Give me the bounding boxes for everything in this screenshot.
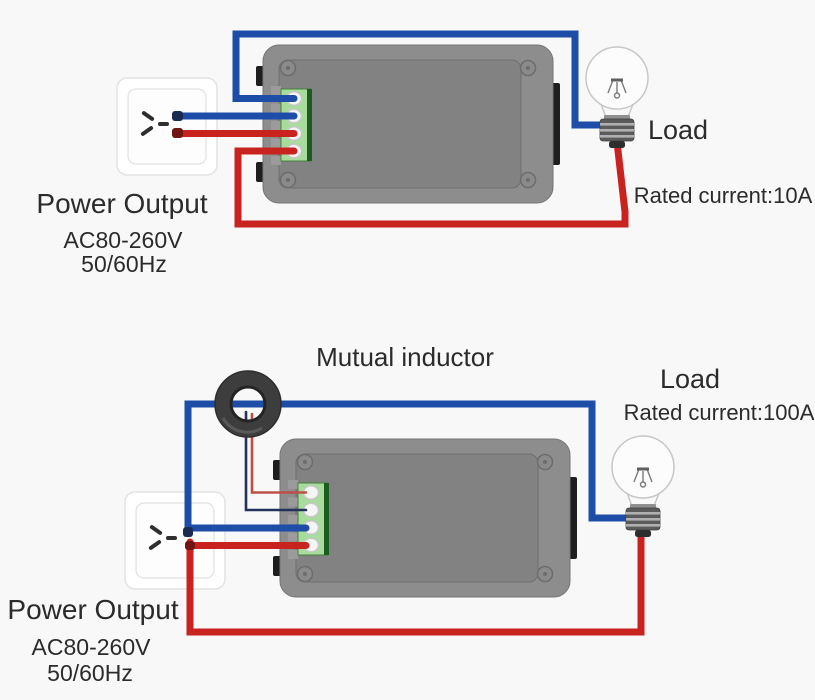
bottom-title: Mutual inductor (316, 342, 494, 372)
bottom-source-voltage: AC80-260V (31, 634, 151, 660)
bottom-neutral-wire-through-ct-to-load (184, 400, 633, 537)
top-neutral-plug-pin (172, 111, 183, 121)
current-transformer-icon (214, 370, 282, 438)
top-source-voltage: AC80-260V (63, 227, 183, 253)
bottom-power-outlet (124, 491, 226, 590)
ct-secondary-lead-red (250, 412, 308, 494)
bottom-rated-current: Rated current:100A (623, 400, 815, 425)
top-live-plug-pin (172, 128, 183, 138)
top-source-frequency: 50/60Hz (81, 251, 167, 277)
bottom-live-wire-to-load (186, 529, 645, 636)
ct-secondary-lead-blue (244, 410, 308, 512)
bottom-live-plug-pin (185, 541, 195, 550)
bottom-source-frequency: 50/60Hz (47, 660, 133, 686)
top-live-wire-to-load (234, 138, 629, 228)
bottom-power-meter (272, 438, 578, 598)
bottom-neutral-plug-pin (183, 527, 193, 537)
bottom-load-label: Load (659, 364, 721, 394)
top-neutral-wire-to-load (232, 30, 606, 129)
top-power-outlet (116, 77, 218, 176)
top-source-label: Power Output (36, 188, 208, 219)
top-load-label: Load (647, 115, 709, 145)
top-rated-current: Rated current:10A (633, 183, 813, 208)
bottom-source-label: Power Output (7, 594, 179, 625)
top-power-meter (255, 44, 561, 204)
bottom-load-bulb (610, 434, 676, 539)
top-load-bulb (584, 45, 650, 150)
